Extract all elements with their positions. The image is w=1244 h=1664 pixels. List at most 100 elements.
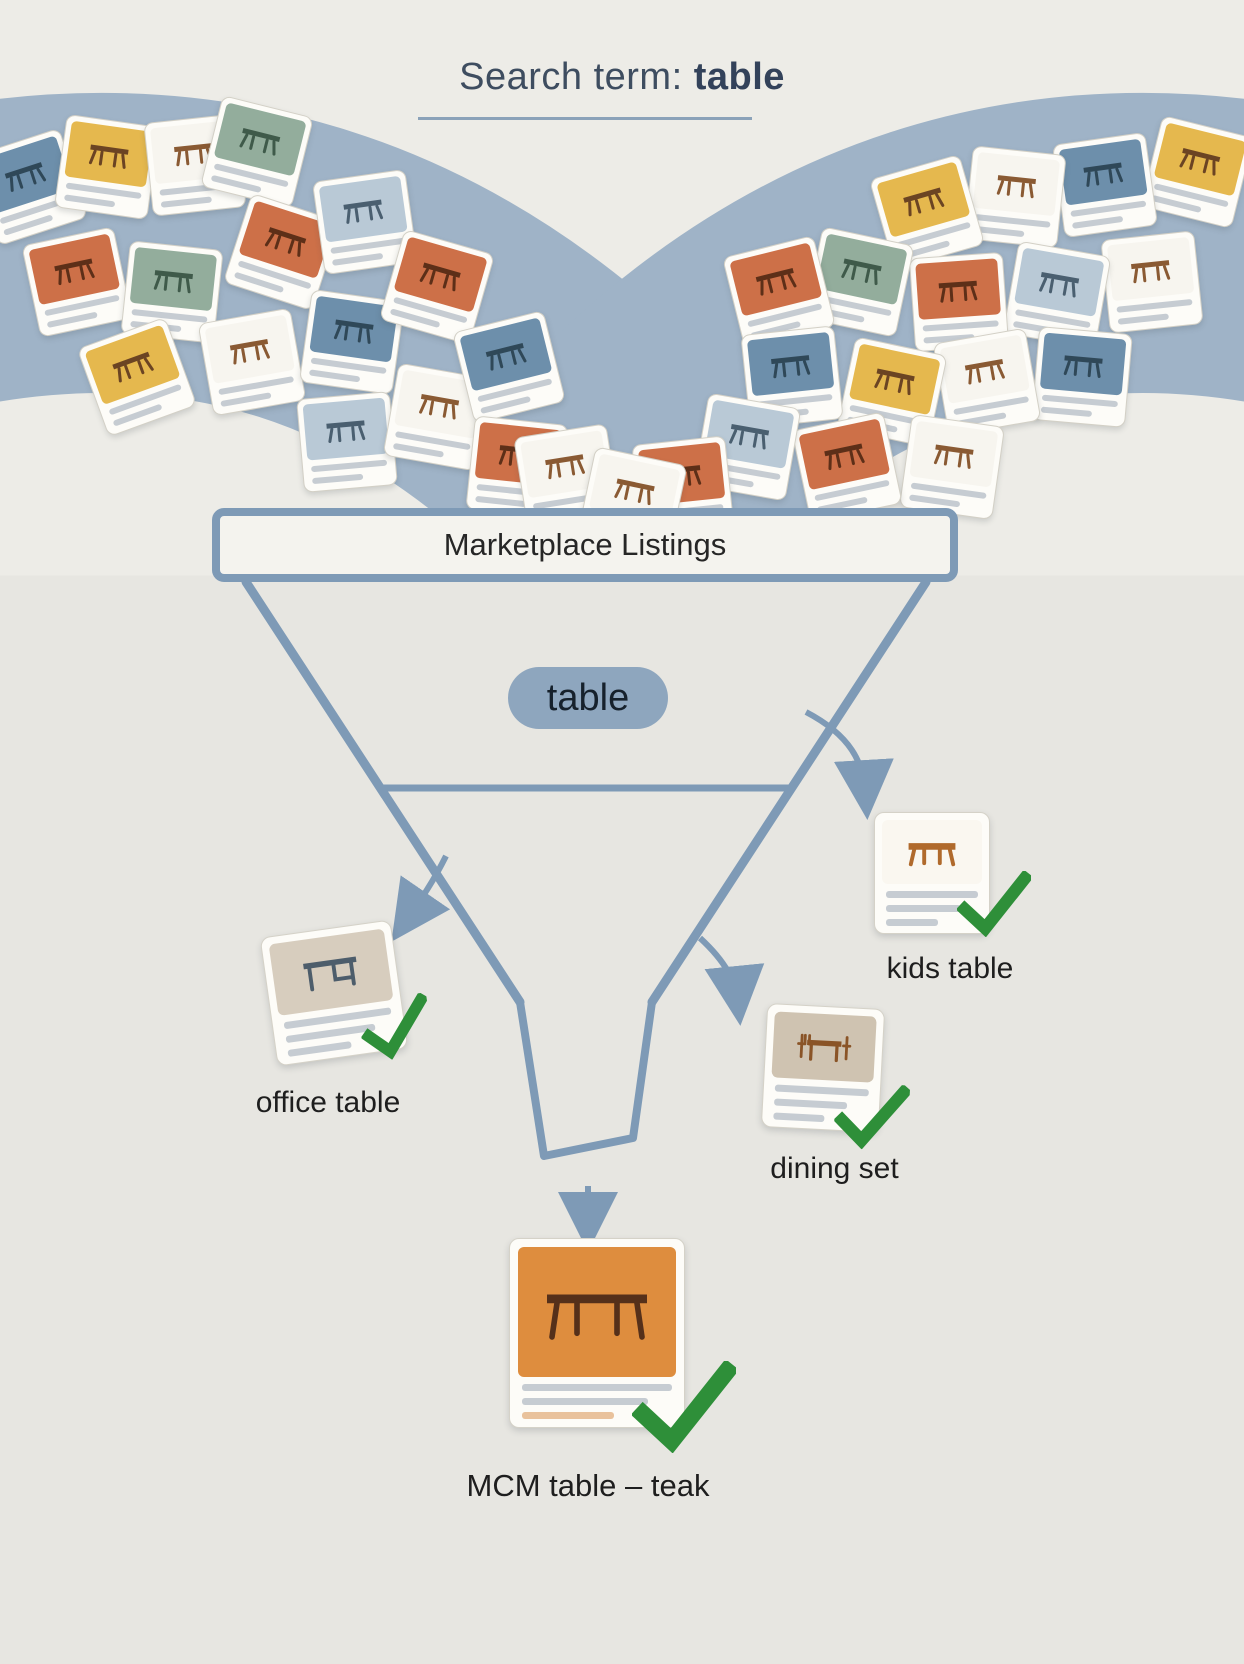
table-icon	[729, 424, 770, 450]
result-card-dining	[760, 1002, 911, 1150]
table-icon	[112, 351, 154, 383]
text-line	[287, 1041, 352, 1057]
checkmark-icon	[833, 1083, 911, 1150]
title-underline	[418, 117, 752, 120]
listing-card	[836, 336, 948, 448]
funnel-band-label: Marketplace Listings	[443, 527, 727, 562]
listing-card	[53, 113, 161, 221]
table-icon	[545, 454, 585, 480]
checkmark-icon	[957, 871, 1031, 937]
listing-card	[513, 423, 621, 531]
table-icon	[153, 270, 193, 294]
table-icon	[1039, 272, 1080, 298]
text-line	[773, 1112, 825, 1123]
listing-card	[120, 240, 224, 344]
result-card-kids	[874, 812, 1031, 937]
table-icon	[996, 175, 1036, 199]
listing-card	[791, 411, 903, 523]
listing-card	[1140, 115, 1244, 229]
result-card-mcm	[509, 1238, 736, 1453]
label-mcm-table: MCM table – teak	[466, 1468, 710, 1503]
listing-card	[298, 288, 406, 396]
label-kids-table: kids table	[886, 952, 1014, 985]
listing-card	[722, 235, 836, 349]
listing-card	[222, 192, 342, 312]
arrow-to-dining	[697, 935, 765, 1026]
table-icon	[54, 258, 95, 286]
listing-card	[382, 362, 492, 472]
mcm-card-image	[518, 1247, 676, 1377]
text-line	[886, 919, 938, 926]
listing-card	[378, 228, 496, 346]
table-icon	[824, 443, 865, 471]
table-icon	[343, 199, 384, 224]
label-office-table: office table	[255, 1086, 401, 1119]
title-prefix: Search term:	[459, 56, 694, 98]
table-icon	[239, 127, 281, 156]
checkmark-icon	[632, 1361, 736, 1453]
listing-card	[452, 310, 566, 424]
listing-card	[1100, 230, 1204, 334]
table-icon	[419, 394, 460, 420]
table-icon	[1131, 260, 1171, 284]
table-icon	[264, 227, 307, 257]
dining-set-icon	[797, 1033, 852, 1063]
listing-card	[200, 95, 314, 209]
listing-card	[932, 327, 1042, 437]
text-line	[522, 1412, 614, 1419]
funnel-band	[212, 508, 958, 582]
label-dining-set: dining set	[770, 1152, 899, 1185]
table-icon	[1063, 355, 1103, 378]
listing-card	[296, 391, 398, 493]
listing-card	[1002, 240, 1112, 350]
table-icon	[874, 368, 915, 396]
listing-card	[311, 168, 419, 276]
table-icon	[547, 1294, 647, 1340]
kids-card-image	[882, 820, 982, 884]
listing-card	[908, 251, 1010, 353]
table-icon	[903, 187, 945, 217]
desk-icon	[303, 956, 357, 992]
table-icon	[1179, 147, 1221, 176]
office-card-image	[268, 928, 394, 1016]
funnel-right-wall	[647, 577, 931, 1007]
text-line	[886, 891, 978, 898]
funnel-left-wall	[241, 577, 525, 1007]
checkmark-icon	[360, 992, 429, 1060]
table-icon	[755, 267, 797, 296]
table-icon	[938, 280, 978, 303]
listing-card	[0, 127, 89, 247]
table-icon	[614, 478, 655, 506]
listing-card	[803, 226, 915, 338]
listing-card	[898, 413, 1006, 521]
text-line	[522, 1398, 649, 1405]
text-line	[522, 1384, 672, 1391]
listing-card	[76, 316, 198, 438]
table-icon	[1083, 162, 1124, 187]
listing-card	[576, 446, 688, 558]
table-icon	[841, 258, 882, 286]
listing-card	[21, 226, 133, 338]
page-title: Search term: table	[0, 56, 1244, 99]
listing-card	[1031, 326, 1133, 428]
listing-card	[1051, 131, 1159, 239]
arrow-to-office	[391, 854, 451, 942]
table-icon	[771, 355, 811, 379]
listing-card	[197, 307, 307, 417]
table-icon	[964, 359, 1005, 385]
dining-card-image	[771, 1011, 877, 1083]
table-icon	[326, 420, 366, 443]
listing-card	[692, 392, 802, 502]
title-term: table	[693, 56, 785, 98]
text-line	[886, 905, 961, 912]
listing-card	[963, 145, 1067, 249]
table-icon	[933, 444, 974, 469]
table-icon	[4, 162, 47, 192]
table-icon	[485, 342, 527, 371]
table-icon	[908, 843, 956, 867]
listing-card	[740, 325, 844, 429]
table-icon	[333, 319, 374, 344]
table-icon	[88, 144, 129, 169]
